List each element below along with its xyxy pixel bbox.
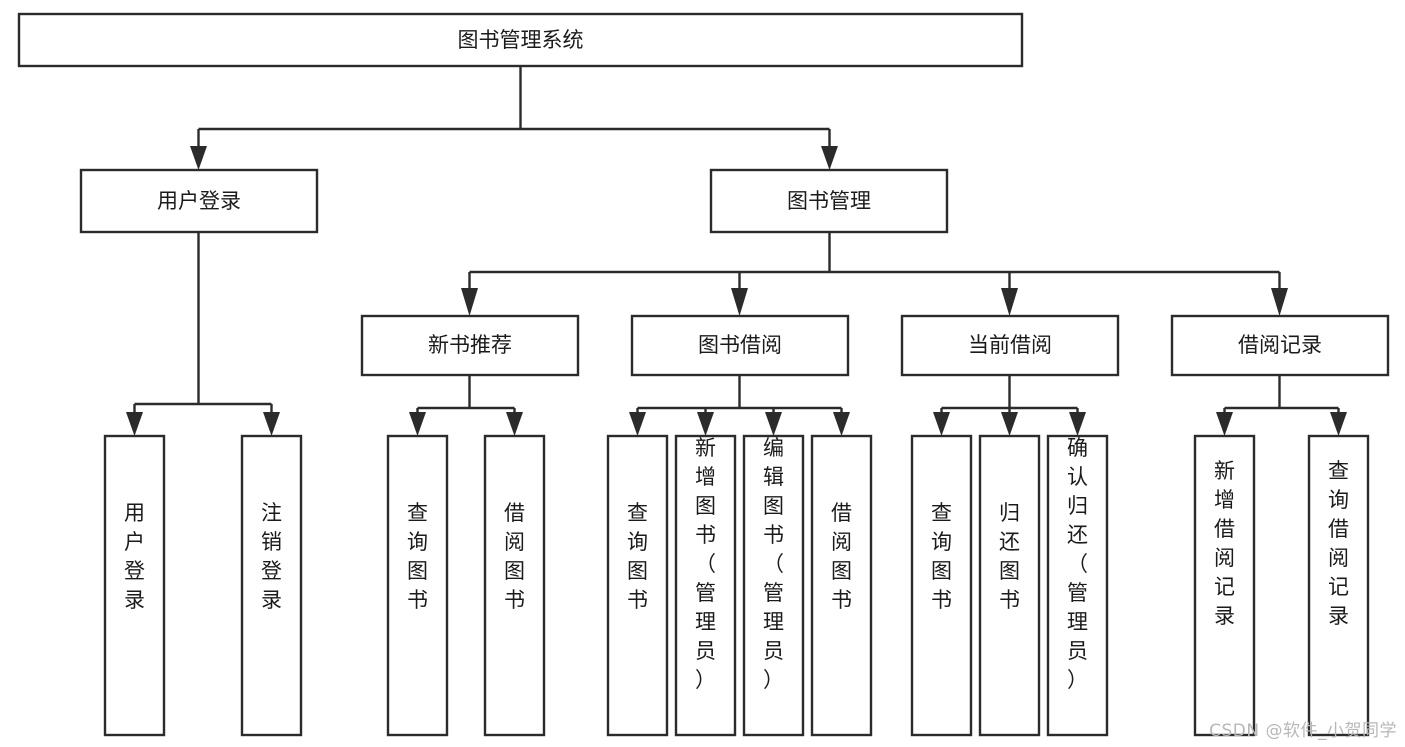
arrow-head-bookborrow-leaf-2 (697, 412, 714, 436)
leaf-book-borrow-add[interactable]: 新增图书（管理员） (674, 434, 737, 737)
leaf-book-borrow-add-box[interactable] (674, 434, 737, 737)
arrow-head-borrow-record (1271, 288, 1288, 316)
arrow-head-newbook-leaf-2 (506, 412, 523, 436)
node-new-book-recommend-box[interactable] (360, 314, 580, 377)
node-borrow-record-box[interactable] (1170, 314, 1390, 377)
node-book-borrow[interactable]: 图书借阅 (630, 314, 850, 377)
leaf-user-login-login-box[interactable] (103, 434, 166, 737)
leaf-borrow-record-add-label: 新增借阅记录 (1214, 459, 1235, 628)
arrow-head-borrowrecord-leaf-2 (1330, 412, 1347, 436)
leaf-user-login-logout[interactable]: 注销登录 (240, 434, 303, 737)
arrow-head-book-borrow (731, 288, 748, 316)
node-book-manage[interactable]: 图书管理 (709, 168, 949, 234)
leaf-current-borrow-return-label: 归还图书 (999, 501, 1020, 612)
node-borrow-record[interactable]: 借阅记录 (1170, 314, 1390, 377)
node-root-box[interactable] (17, 12, 1024, 68)
arrow-head-bookborrow-leaf-3 (765, 412, 782, 436)
node-current-borrow[interactable]: 当前借阅 (900, 314, 1120, 377)
node-user-login[interactable]: 用户登录 (79, 168, 319, 234)
leaf-current-borrow-confirm-label: 确认归还（管理员） (1067, 436, 1088, 692)
csdn-watermark: CSDN @软件_小贺同学 (1209, 721, 1397, 741)
arrow-head-newbook-leaf-1 (409, 412, 426, 436)
leaf-book-borrow-query[interactable]: 查询图书 (606, 434, 669, 737)
arrow-head-book-manage (821, 146, 838, 170)
leaf-borrow-record-query-box[interactable] (1307, 434, 1370, 737)
leaf-new-book-query-box[interactable] (386, 434, 449, 737)
leaf-borrow-record-add[interactable]: 新增借阅记录 (1193, 434, 1256, 737)
leaf-book-borrow-borrow-label: 借阅图书 (831, 501, 852, 612)
leaf-borrow-record-query[interactable]: 查询借阅记录 (1307, 434, 1370, 737)
node-current-borrow-box[interactable] (900, 314, 1120, 377)
leaf-user-login-logout-box[interactable] (240, 434, 303, 737)
arrow-head-bookborrow-leaf-1 (629, 412, 646, 436)
arrow-head-currentborrow-leaf-1 (933, 412, 950, 436)
arrow-head-currentborrow-leaf-3 (1069, 412, 1086, 436)
connector-layer (126, 66, 1347, 436)
leaf-user-login-login-label: 用户登录 (124, 501, 145, 612)
leaf-new-book-borrow-label: 借阅图书 (504, 501, 525, 612)
arrow-head-borrowrecord-leaf-1 (1216, 412, 1233, 436)
node-current-borrow-label: 当前借阅 (968, 333, 1052, 357)
node-new-book-recommend[interactable]: 新书推荐 (360, 314, 580, 377)
leaf-book-borrow-edit-box[interactable] (742, 434, 805, 737)
node-user-login-label: 用户登录 (157, 189, 241, 213)
leaf-new-book-query[interactable]: 查询图书 (386, 434, 449, 737)
arrow-head-leaf-user-login (126, 412, 143, 436)
node-root-label: 图书管理系统 (458, 28, 584, 52)
node-user-login-box[interactable] (79, 168, 319, 234)
leaf-borrow-record-query-label: 查询借阅记录 (1328, 459, 1349, 628)
leaf-new-book-query-label: 查询图书 (407, 501, 428, 612)
leaf-current-borrow-confirm-box[interactable] (1046, 434, 1109, 737)
leaf-book-borrow-borrow[interactable]: 借阅图书 (810, 434, 873, 737)
node-book-manage-label: 图书管理 (787, 189, 871, 213)
node-borrow-record-label: 借阅记录 (1238, 333, 1322, 357)
node-new-book-recommend-label: 新书推荐 (428, 333, 512, 357)
leaf-new-book-borrow[interactable]: 借阅图书 (483, 434, 546, 737)
leaf-book-borrow-edit-label: 编辑图书（管理员） (763, 436, 784, 692)
leaf-user-login-login[interactable]: 用户登录 (103, 434, 166, 737)
leaf-book-borrow-query-box[interactable] (606, 434, 669, 737)
leaf-current-borrow-return[interactable]: 归还图书 (978, 434, 1041, 737)
leaf-new-book-borrow-box[interactable] (483, 434, 546, 737)
node-book-borrow-box[interactable] (630, 314, 850, 377)
leaf-user-login-logout-label: 注销登录 (261, 501, 282, 612)
leaf-book-borrow-borrow-box[interactable] (810, 434, 873, 737)
arrow-head-current-borrow (1001, 288, 1018, 316)
leaf-current-borrow-query[interactable]: 查询图书 (910, 434, 973, 737)
arrow-head-currentborrow-leaf-2 (1001, 412, 1018, 436)
leaf-borrow-record-add-box[interactable] (1193, 434, 1256, 737)
leaf-book-borrow-add-label: 新增图书（管理员） (695, 436, 716, 692)
leaf-current-borrow-return-box[interactable] (978, 434, 1041, 737)
arrow-head-leaf-logout (263, 412, 280, 436)
node-root[interactable]: 图书管理系统 (17, 12, 1024, 68)
arrow-head-bookborrow-leaf-4 (833, 412, 850, 436)
node-book-manage-box[interactable] (709, 168, 949, 234)
node-book-borrow-label: 图书借阅 (698, 333, 782, 357)
leaf-current-borrow-confirm[interactable]: 确认归还（管理员） (1046, 434, 1109, 737)
leaf-current-borrow-query-label: 查询图书 (931, 501, 952, 612)
leaf-book-borrow-edit[interactable]: 编辑图书（管理员） (742, 434, 805, 737)
arrow-head-new-book (461, 288, 478, 316)
arrow-head-user-login (190, 146, 207, 170)
leaf-current-borrow-query-box[interactable] (910, 434, 973, 737)
leaf-book-borrow-query-label: 查询图书 (627, 501, 648, 612)
